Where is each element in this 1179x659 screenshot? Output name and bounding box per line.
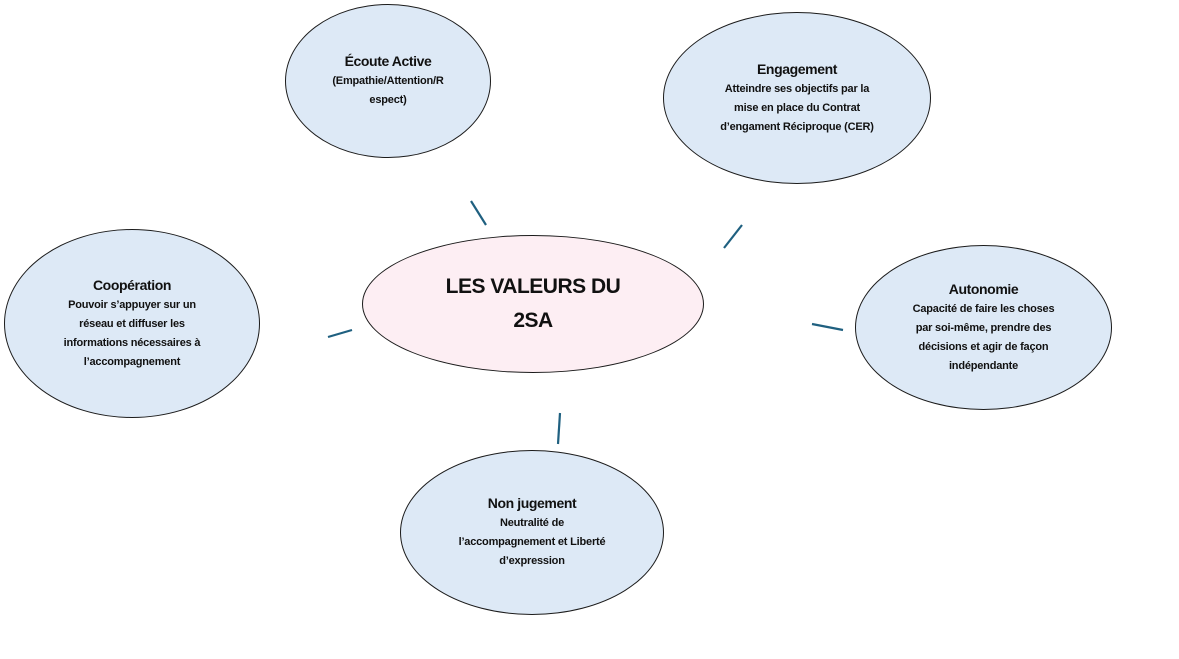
node-cooperation-text: Pouvoir s’appuyer sur un réseau et diffu…: [63, 298, 201, 368]
node-engagement-title: Engagement: [756, 60, 837, 77]
center-title: LES VALEURS DU 2SA: [445, 275, 621, 332]
node-ecoute-active: Écoute Active (Empathie/Attention/R espe…: [285, 4, 491, 158]
node-engagement-text: Atteindre ses objectifs par la mise en p…: [720, 82, 874, 133]
node-non-jugement: Non jugement Neutralité de l’accompagnem…: [400, 450, 664, 615]
node-non-jugement-title: Non jugement: [487, 495, 577, 511]
connector-ecoute: [470, 200, 487, 226]
node-non-jugement-text: Neutralité de l’accompagnement et Libert…: [458, 517, 606, 567]
connector-non-jugement: [556, 412, 562, 445]
center-node: LES VALEURS DU 2SA: [362, 235, 704, 373]
node-engagement: Engagement Atteindre ses objectifs par l…: [663, 12, 931, 184]
node-ecoute-active-text: (Empathie/Attention/R espect): [332, 75, 444, 106]
node-cooperation-title: Coopération: [92, 276, 172, 293]
node-autonomie-title: Autonomie: [948, 280, 1019, 297]
node-autonomie: Autonomie Capacité de faire les choses p…: [855, 245, 1112, 410]
node-cooperation: Coopération Pouvoir s’appuyer sur un rés…: [4, 229, 260, 418]
connector-cooperation: [327, 328, 353, 339]
connector-autonomie: [811, 322, 844, 332]
node-autonomie-text: Capacité de faire les choses par soi-mêm…: [912, 302, 1055, 372]
node-ecoute-active-title: Écoute Active: [344, 53, 432, 69]
connector-engagement: [723, 224, 743, 249]
